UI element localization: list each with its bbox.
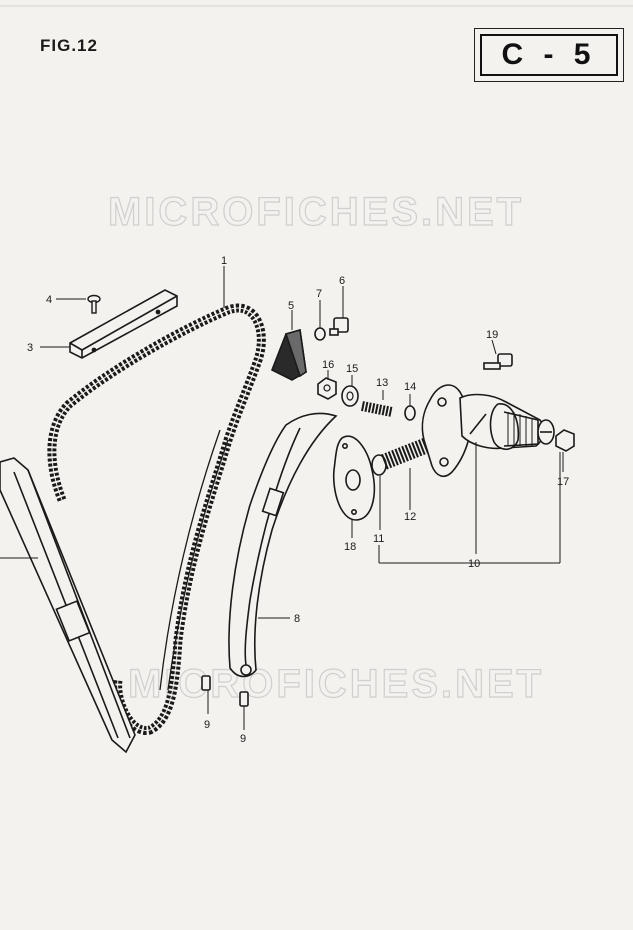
chain-guide-top [69, 289, 178, 359]
pin-9b [239, 691, 249, 707]
leader-lines [0, 266, 564, 730]
callout-1: 1 [221, 255, 227, 267]
callout-19: 19 [486, 329, 498, 341]
callout-5: 5 [288, 300, 294, 312]
o-ring-14 [404, 405, 416, 421]
callout-7: 7 [316, 288, 322, 300]
bolt-19 [483, 353, 513, 370]
callout-18: 18 [344, 541, 356, 553]
bolt-6 [329, 317, 349, 336]
callout-3: 3 [27, 342, 33, 354]
callout-13: 13 [376, 377, 388, 389]
section-code-box: C - 5 [474, 28, 624, 82]
section-code: C - 5 [480, 34, 618, 76]
nut-17 [555, 429, 575, 452]
washer-15 [341, 385, 359, 407]
pin-9a [201, 675, 211, 691]
spring-12 [381, 432, 443, 470]
chain-guide-front [0, 457, 136, 754]
callout-8: 8 [294, 613, 300, 625]
chain-tensioner-guide [228, 412, 338, 678]
chain-damper [270, 328, 307, 381]
figure-label: FIG.12 [40, 36, 98, 55]
watermark-bottom: MICROFICHES.NET [128, 662, 544, 706]
callout-14: 14 [404, 381, 416, 393]
callout-16: 16 [322, 359, 334, 371]
callout-17: 17 [557, 476, 569, 488]
guide-screw [87, 294, 101, 314]
cam-chain [47, 303, 266, 735]
callout-15: 15 [346, 363, 358, 375]
callout-6: 6 [339, 275, 345, 287]
watermark-top: MICROFICHES.NET [108, 190, 524, 234]
washer-7 [314, 327, 326, 341]
spring-13 [361, 401, 393, 417]
callout-9-left: 9 [204, 719, 210, 731]
callout-labels: 1 3 4 5 6 7 8 9 9 10 11 12 13 14 15 16 1… [27, 255, 569, 745]
callout-9-right: 9 [240, 733, 246, 745]
callout-4: 4 [46, 294, 52, 306]
callout-12: 12 [404, 511, 416, 523]
gasket-18 [332, 435, 376, 521]
callout-10: 10 [468, 558, 480, 570]
tensioner-body [421, 384, 555, 478]
callout-11: 11 [373, 533, 384, 545]
